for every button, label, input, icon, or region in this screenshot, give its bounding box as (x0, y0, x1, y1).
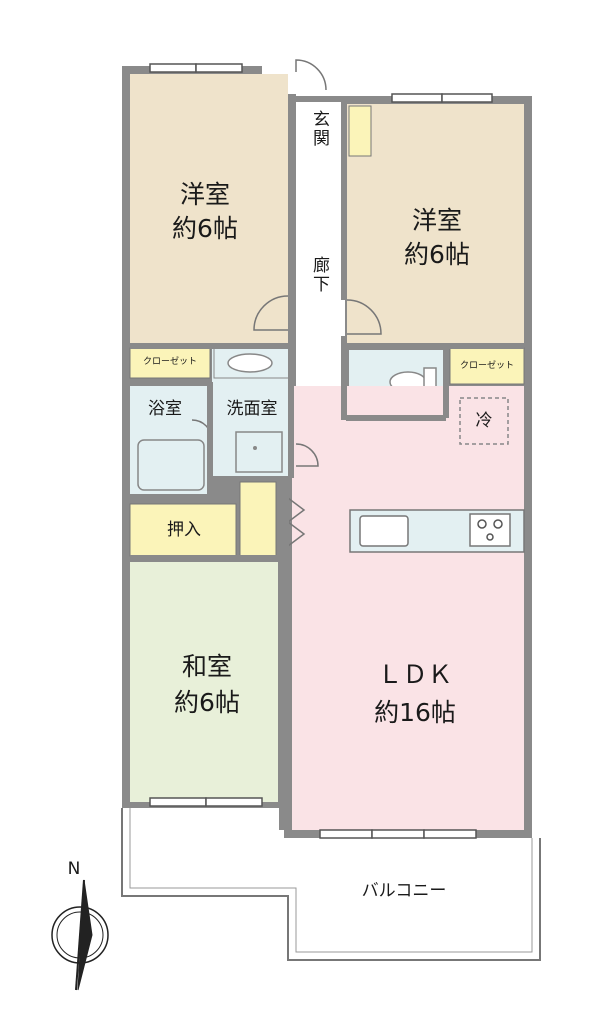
label-hallway: 廊下 (309, 256, 329, 294)
interior-walls (130, 100, 524, 830)
north-arrow (51, 879, 109, 991)
closet-right (449, 347, 525, 385)
burner-2 (493, 519, 503, 529)
shoe-closet (348, 105, 372, 157)
windows (149, 63, 493, 839)
room-western-right (347, 104, 524, 344)
room-size-ldk: 約16帖 (374, 698, 456, 727)
label-storage: 押入 (167, 520, 201, 540)
bathtub (137, 439, 205, 491)
hall-to-ldk (292, 442, 344, 502)
room-name-japanese: 和室 (181, 652, 232, 681)
storage-closet (239, 481, 277, 557)
closet-left (129, 347, 211, 379)
kitchen-sink (359, 515, 409, 547)
label-closet-left: クローゼット (142, 357, 197, 367)
room-name-western-right: 洋室 (411, 206, 462, 235)
label-closet-right: クローゼット (459, 361, 514, 371)
stove (469, 513, 511, 547)
label-fridge: 冷 (475, 411, 493, 431)
room-name-western-left: 洋室 (179, 180, 230, 209)
room-japanese (130, 562, 278, 802)
washer-pan (235, 431, 283, 473)
burner-3 (486, 533, 494, 541)
hallway (296, 102, 345, 442)
label-washroom: 洗面室 (226, 399, 278, 419)
sink-counter (213, 347, 291, 379)
room-name-ldk: ＬＤＫ (377, 660, 453, 689)
balcony-inner (129, 808, 533, 953)
fridge-space (459, 397, 509, 445)
room-size-western-left: 約6帖 (172, 214, 238, 243)
burner-1 (477, 519, 487, 529)
sink-bowl (227, 353, 273, 373)
drain (253, 446, 257, 450)
room-size-western-right: 約6帖 (404, 240, 470, 269)
room-western-left (130, 74, 288, 344)
label-north: N (67, 859, 81, 879)
label-balcony: バルコニー (361, 881, 447, 901)
room-size-japanese: 約6帖 (174, 688, 240, 717)
balcony-outline (121, 808, 541, 961)
label-entrance: 玄関 (309, 110, 329, 148)
entrance (296, 102, 345, 158)
label-bath: 浴室 (148, 399, 182, 419)
